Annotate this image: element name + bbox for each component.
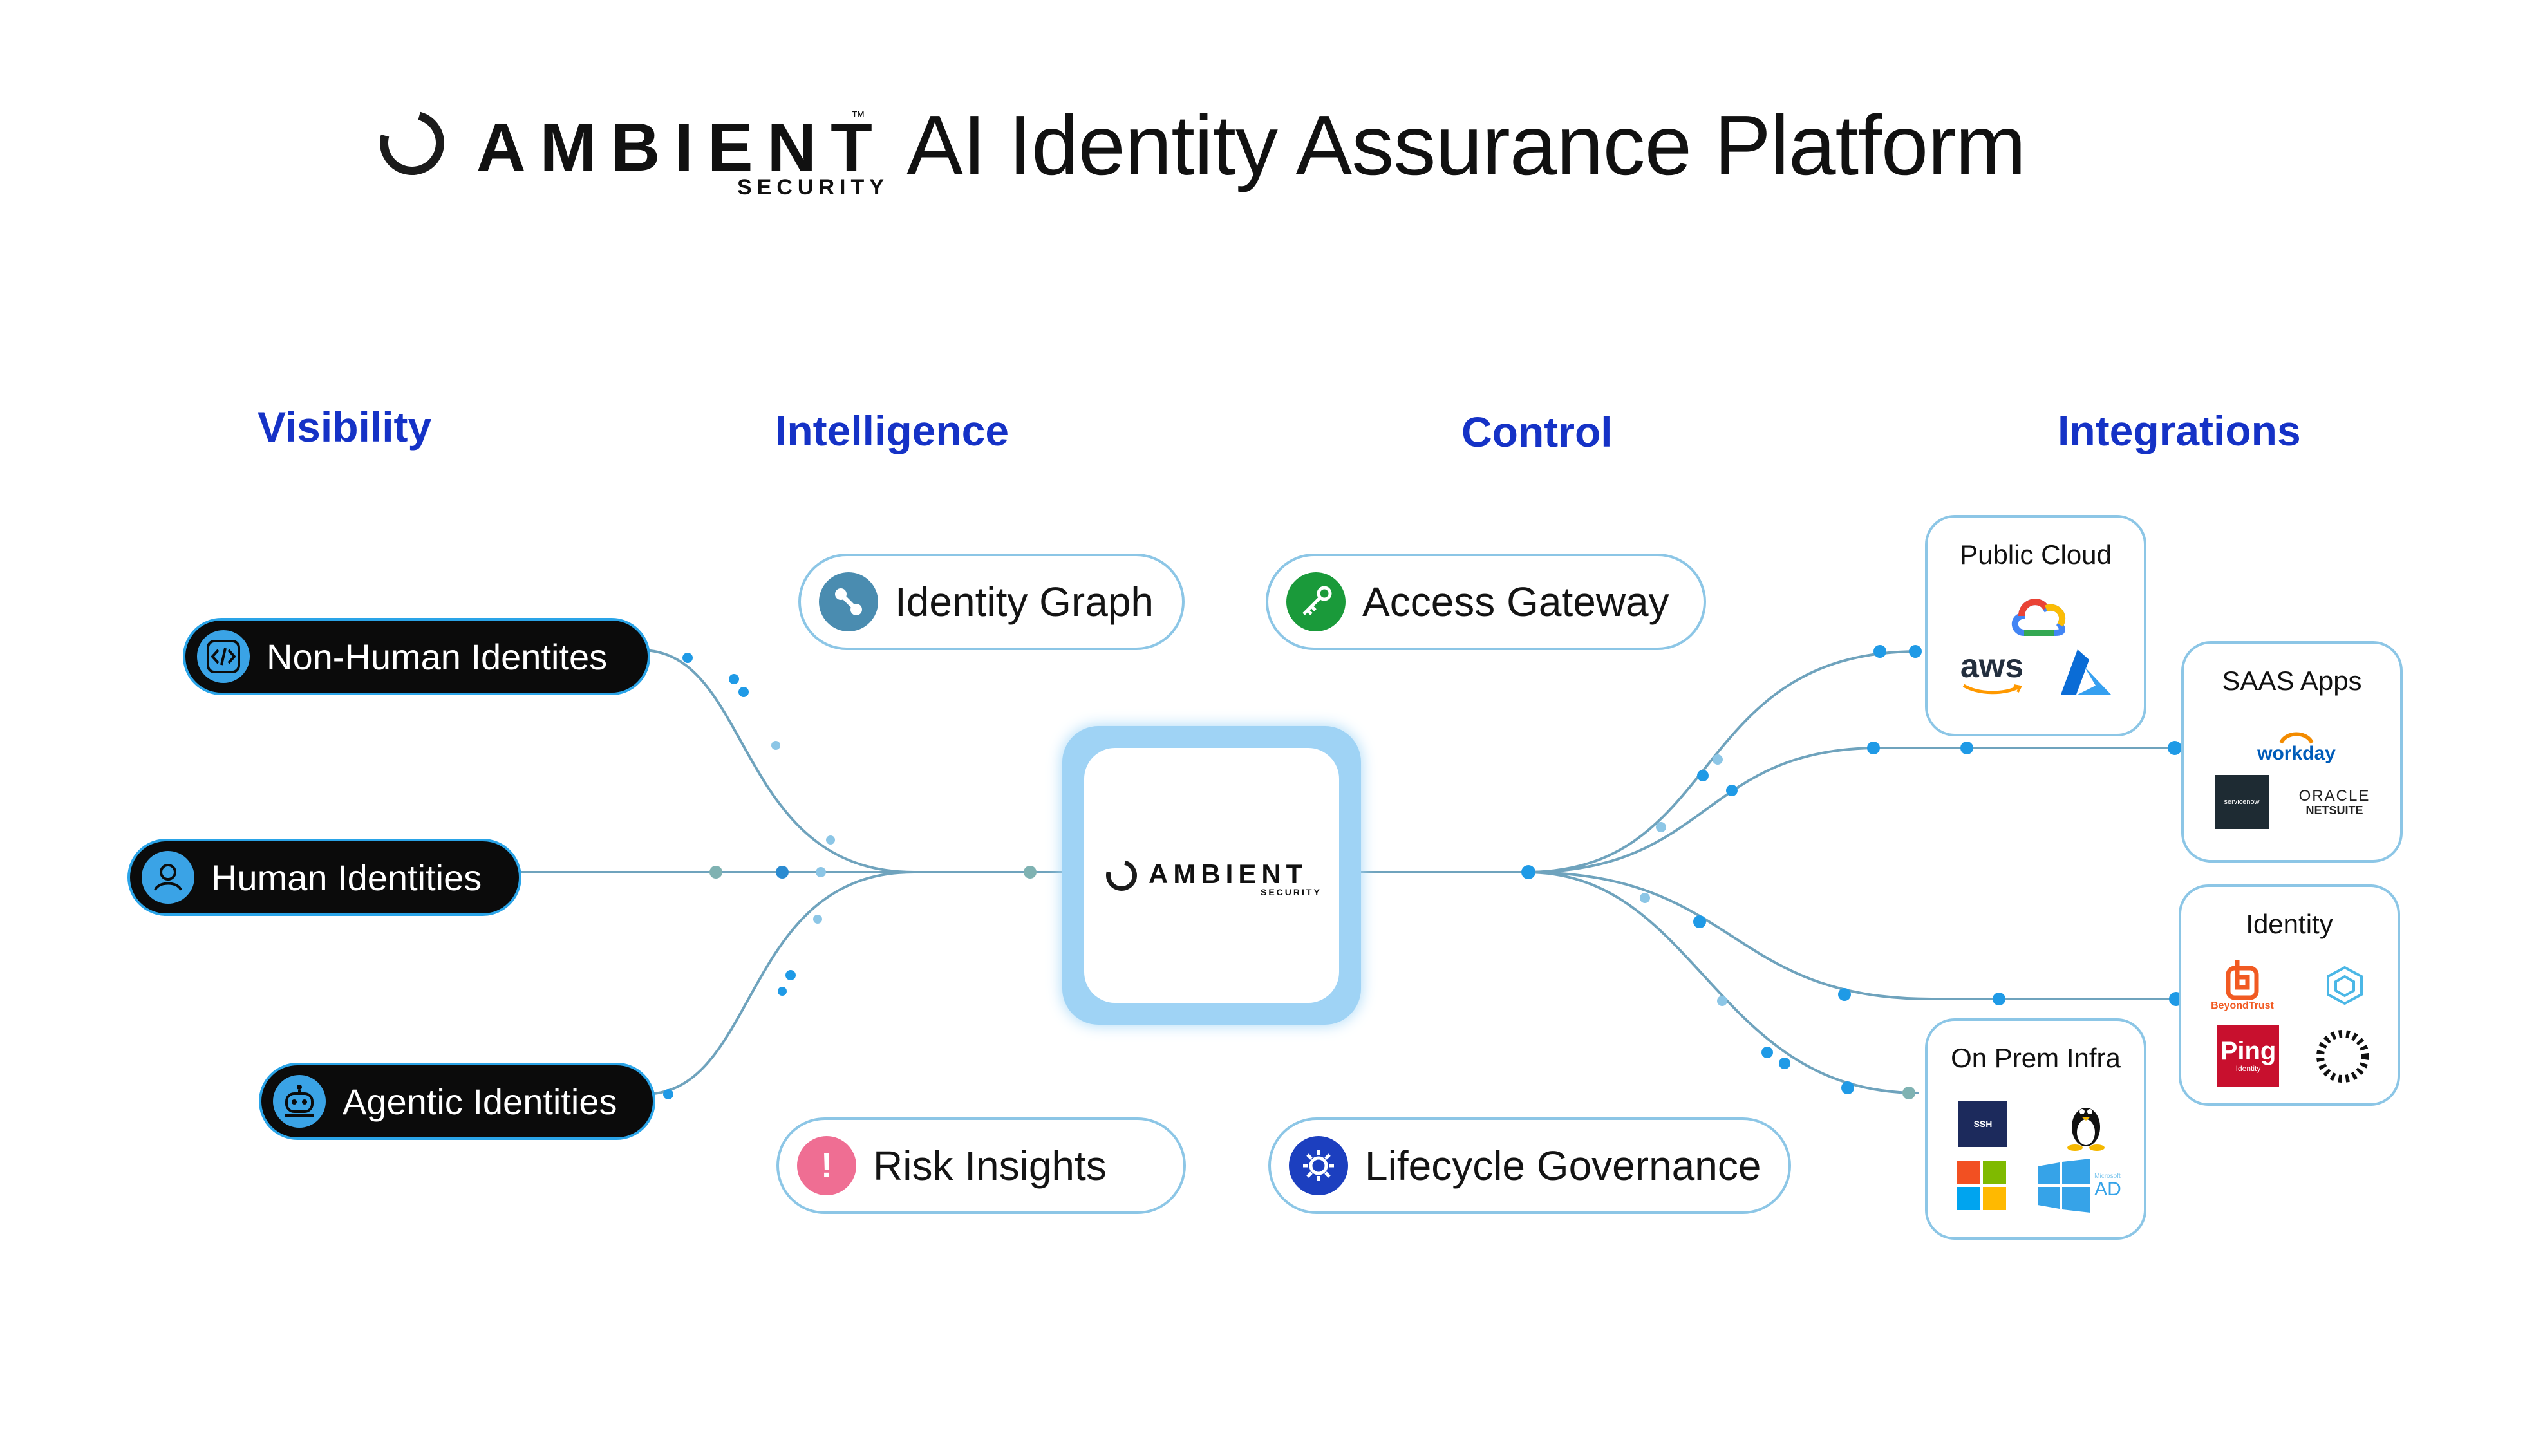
beyondtrust-logo: BeyondTrust	[2201, 951, 2284, 1020]
hub-brand-subtitle: SECURITY	[1261, 887, 1322, 897]
ambient-security-logo: AMBIENT ™ SECURITY	[368, 98, 884, 205]
wire-saas	[1525, 747, 2176, 873]
lifecycle-governance-label: Lifecycle Governance	[1365, 1143, 1761, 1189]
microsoft-logo	[1956, 1160, 2007, 1211]
section-control: Control	[1461, 408, 1613, 456]
wire-nonhuman	[640, 649, 915, 873]
wire-public-cloud	[1525, 650, 1919, 873]
aws-logo: aws	[1953, 644, 2031, 702]
access-gateway-pill[interactable]: Access Gateway	[1266, 554, 1706, 650]
ambient-hub[interactable]	[1084, 748, 1339, 1003]
card-saas-apps[interactable]: SAAS Apps workday servicenow ORACLE NETS…	[2181, 641, 2403, 863]
key-icon	[1286, 572, 1346, 631]
hub-brand-name: AMBIENT	[1149, 859, 1308, 889]
ssh-logo: SSH	[1958, 1101, 2007, 1147]
google-cloud-logo	[2009, 590, 2070, 641]
brand-ring-icon	[368, 98, 456, 187]
identity-graph-pill[interactable]: Identity Graph	[798, 554, 1185, 650]
lifecycle-governance-pill[interactable]: Lifecycle Governance	[1268, 1117, 1791, 1214]
section-integrations: Integrations	[2058, 407, 2301, 454]
wire-agentic	[643, 871, 915, 1096]
ping-identity-logo: Ping Identity	[2217, 1025, 2279, 1087]
section-intelligence: Intelligence	[775, 407, 1009, 454]
card-on-prem-infra[interactable]: On Prem Infra SSH Microsoft AD	[1925, 1018, 2146, 1240]
code-icon	[197, 630, 250, 683]
brand-name: AMBIENT	[476, 109, 887, 185]
identity-graph-label: Identity Graph	[895, 579, 1154, 625]
risk-insights-label: Risk Insights	[873, 1143, 1107, 1189]
identity-pill-agentic[interactable]: Agentic Identities	[259, 1063, 655, 1140]
gear-icon	[1289, 1136, 1348, 1195]
identity-label: Agentic Identities	[343, 1081, 617, 1122]
access-gateway-label: Access Gateway	[1362, 579, 1669, 625]
card-identity[interactable]: Identity BeyondTrust Ping Identity	[2179, 884, 2400, 1106]
card-public-cloud[interactable]: Public Cloud aws	[1925, 515, 2146, 736]
card-title: SAAS Apps	[2222, 666, 2362, 696]
robot-icon	[273, 1075, 326, 1128]
wire-identity	[1525, 871, 2179, 1000]
linux-logo	[2054, 1096, 2118, 1153]
identity-label: Human Identities	[211, 857, 482, 898]
oracle-netsuite-logo: ORACLE NETSUITE	[2298, 787, 2370, 817]
risk-insights-pill[interactable]: ! Risk Insights	[776, 1117, 1186, 1214]
section-visibility: Visibility	[258, 403, 432, 451]
azure-logo	[2054, 644, 2118, 702]
card-title: On Prem Infra	[1951, 1043, 2121, 1073]
hexagon-logo	[2313, 957, 2377, 1014]
user-icon	[142, 851, 194, 904]
identity-pill-non-human[interactable]: Non-Human Identites	[183, 618, 650, 695]
identity-graph-icon	[819, 572, 878, 631]
brand-subtitle: SECURITY	[737, 175, 889, 200]
okta-logo	[2307, 1021, 2378, 1092]
card-title: Public Cloud	[1960, 539, 2112, 570]
windows-ad-logo: Microsoft AD	[2031, 1157, 2127, 1214]
card-title: Identity	[2246, 909, 2333, 939]
identity-pill-human[interactable]: Human Identities	[127, 839, 521, 916]
alert-icon: !	[797, 1136, 856, 1195]
servicenow-logo: servicenow	[2215, 775, 2269, 829]
wire-onprem	[1525, 871, 1919, 1094]
identity-label: Non-Human Identites	[267, 636, 608, 677]
brand-trademark: ™	[851, 108, 865, 124]
workday-logo: workday	[2242, 721, 2351, 772]
page-title: AI Identity Assurance Platform	[906, 98, 2026, 192]
